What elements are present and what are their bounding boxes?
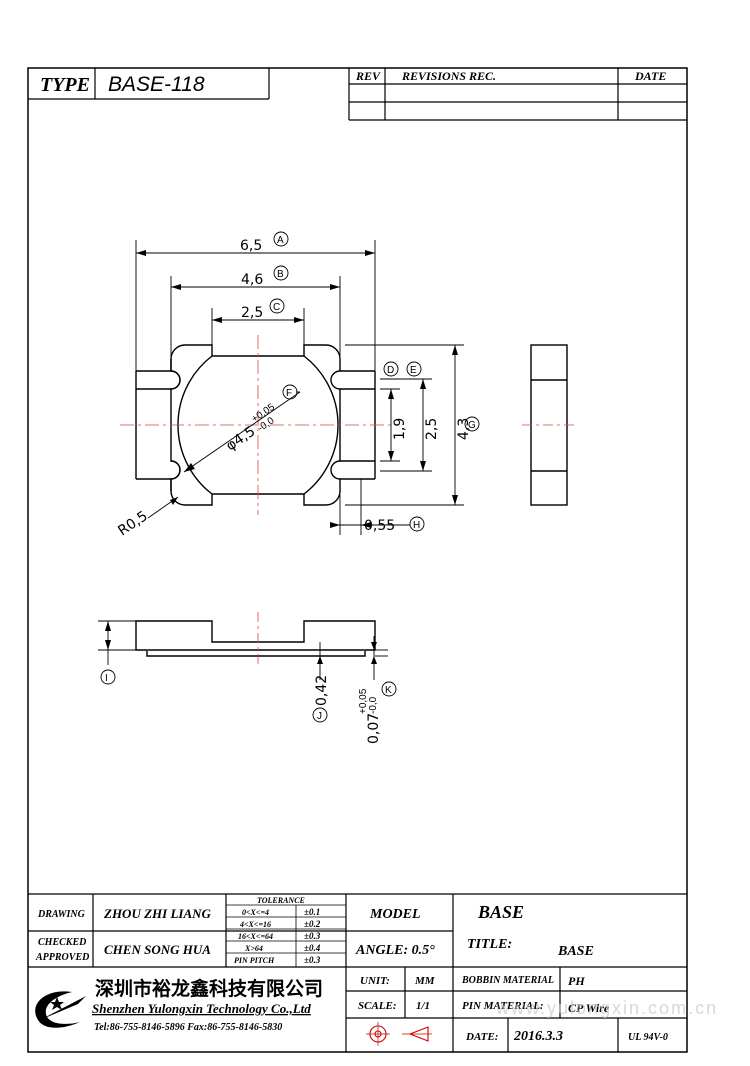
dim-k-tol-plus: +0,05: [358, 688, 369, 714]
dim-d-value: 1,9: [392, 418, 408, 440]
date-value: 2016.3.3: [513, 1029, 563, 1044]
projection-symbol-icon: [366, 1022, 432, 1046]
company-contact: Tel:86-755-8146-5896 Fax:86-755-8146-583…: [94, 1022, 282, 1033]
dim-f-diameter: φ4,5: [223, 423, 258, 454]
dim-c-tag: C: [273, 302, 280, 313]
dim-k-tag: K: [385, 685, 392, 696]
company-name-en: Shenzhen Yulongxin Technology Co.,Ltd: [92, 1001, 311, 1016]
date-header-label: DATE: [634, 69, 666, 83]
tolerance-value-1: ±0.1: [304, 907, 320, 917]
dim-h-tag-circle: [409, 516, 425, 532]
angle-label: ANGLE: 0.5°: [355, 943, 435, 958]
dim-k-value: 0,07: [366, 713, 382, 744]
tolerance-range-3: 16<X<=64: [238, 932, 273, 941]
bobbin-material-value: PH: [568, 974, 585, 988]
dim-f-tag-circle: [282, 384, 298, 400]
dim-g-tag-circle: [464, 416, 480, 432]
unit-value: MM: [414, 975, 436, 987]
dim-d-tag-circle: [383, 361, 399, 377]
type-value: BASE-118: [108, 73, 205, 96]
dim-h-value: 0,55: [364, 518, 395, 534]
dim-i-tag-circle: [100, 669, 116, 685]
dim-g-value: 4,3: [456, 418, 472, 440]
tolerance-header: TOLERANCE: [257, 896, 305, 905]
unit-label: UNIT:: [360, 975, 390, 987]
dim-i-tag: I: [105, 673, 108, 684]
sheet-border: [27, 67, 688, 1053]
dim-a-tag: A: [277, 235, 284, 246]
tolerance-value-5: ±0.3: [304, 955, 321, 965]
dim-e-value: 2,5: [424, 418, 440, 440]
title-block-grid: [28, 893, 687, 1052]
drawing-name: ZHOU ZHI LIANG: [103, 906, 212, 921]
date-label: DATE:: [465, 1031, 498, 1043]
title-value: BASE: [557, 944, 594, 959]
dim-a-tag-circle: [273, 231, 289, 247]
model-label: MODEL: [369, 907, 421, 922]
base-flange: [135, 359, 376, 491]
title-label: TITLE:: [467, 937, 512, 952]
approved-name: CHEN SONG HUA: [104, 942, 211, 957]
scale-value: 1/1: [416, 1000, 430, 1012]
arrow-heads: [136, 250, 458, 528]
revisions-label: REVISIONS REC.: [401, 69, 496, 83]
dim-b-value: 4,6: [241, 272, 263, 288]
tolerance-value-2: ±0.2: [304, 919, 321, 929]
ul-value: UL 94V-0: [628, 1032, 668, 1043]
tolerance-range-5: PIN PITCH: [234, 956, 275, 965]
dim-c-value: 2,5: [241, 305, 263, 321]
dim-k-tol-minus: -0,0: [368, 696, 379, 714]
dim-e-tag: E: [410, 365, 417, 376]
watermark: www.yulongxin.com.cn: [495, 998, 718, 1018]
front-view: [135, 612, 376, 665]
side-view: [522, 344, 577, 506]
tolerance-range-2: 4<X<=16: [239, 920, 271, 929]
top-view: [120, 335, 392, 515]
dim-j-tag: J: [317, 711, 322, 722]
dim-j-tag-circle: [312, 707, 328, 723]
dim-j-value: 0,42: [314, 675, 330, 706]
company-name-cn: 深圳市裕龙鑫科技有限公司: [95, 977, 323, 1000]
tolerance-value-4: ±0.4: [304, 943, 321, 953]
dim-d-tag: D: [387, 365, 394, 376]
pin-material-value: CP Wire: [568, 1001, 610, 1015]
dim-b-tag-circle: [273, 265, 289, 281]
bobbin-material-label: BOBBIN MATERIAL: [461, 975, 554, 986]
dim-f-tag: F: [286, 388, 292, 399]
dim-g-tag: G: [468, 420, 476, 431]
type-label: TYPE: [40, 74, 90, 96]
tolerance-value-3: ±0.3: [304, 931, 321, 941]
drawing-label: DRAWING: [37, 909, 86, 920]
tolerance-range-1: 0<X<=4: [242, 908, 269, 917]
company-logo-icon: [35, 991, 86, 1028]
scale-label: SCALE:: [358, 1000, 397, 1012]
front-view-arrows: [105, 621, 377, 664]
dim-a-value: 6,5: [240, 238, 262, 254]
dim-e-tag-circle: [406, 361, 422, 377]
tolerance-range-4: X>64: [244, 944, 263, 953]
dim-h-tag: H: [413, 520, 420, 531]
checked-label: CHECKED: [38, 937, 86, 948]
model-value: BASE: [477, 902, 524, 922]
approved-label: APPROVED: [35, 952, 89, 963]
dim-b-tag: B: [277, 269, 284, 280]
dim-radius: R0,5: [115, 508, 150, 539]
rev-label: REV: [355, 69, 381, 83]
dim-c-tag-circle: [269, 298, 285, 314]
pin-material-label: PIN MATERIAL:: [462, 1000, 544, 1012]
revision-table: [348, 68, 687, 121]
type-header: TYPE BASE-118: [28, 68, 270, 100]
dimension-lines: [135, 240, 464, 535]
dim-k-tag-circle: [381, 681, 397, 697]
